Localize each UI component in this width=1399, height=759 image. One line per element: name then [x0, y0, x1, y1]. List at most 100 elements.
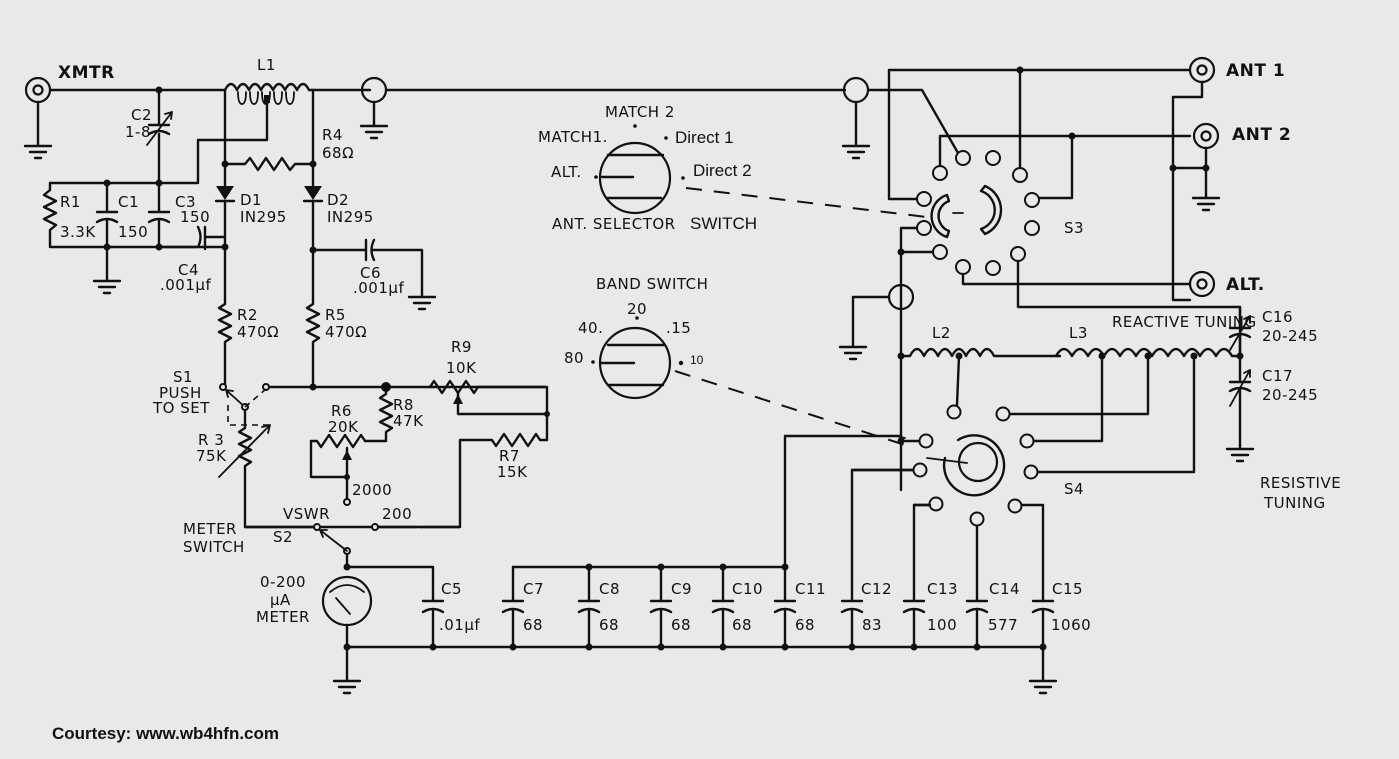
capacitor-c9 [649, 565, 673, 649]
c8-ref: C8 [599, 580, 620, 598]
r8-ref: R8 [393, 396, 414, 414]
c15-value: 1060 [1051, 616, 1091, 634]
capacitor-c10 [711, 565, 735, 649]
r4-value: 68Ω [322, 144, 354, 162]
capacitor-c1 [92, 181, 122, 295]
r2-value: 470Ω [237, 323, 279, 341]
band-pos-10: 10 [690, 353, 704, 367]
s2-vswr-label: VSWR [283, 505, 330, 523]
s3-wire-tuning [1016, 259, 1242, 360]
c7-ref: C7 [523, 580, 544, 598]
s2-label-2: SWITCH [183, 538, 245, 556]
capacitor-c14 [965, 525, 989, 649]
capacitor-c15 [1020, 503, 1058, 695]
rotary-switch-s4[interactable] [895, 404, 1039, 527]
switch-s2[interactable] [313, 523, 379, 555]
ant1-connector [1171, 56, 1216, 302]
c10-ref: C10 [732, 580, 763, 598]
ant-selector-title: ANT. SELECTOR [552, 215, 676, 233]
switch-s1[interactable] [219, 383, 270, 426]
r3-ref: R 3 [198, 431, 224, 449]
capacitor-c6 [311, 238, 437, 311]
capacitor-c8 [577, 565, 601, 649]
resistor-r1 [42, 181, 227, 249]
ant-pos-match2: MATCH 2 [605, 103, 675, 121]
c12-ref: C12 [861, 580, 892, 598]
c14-ref: C14 [989, 580, 1020, 598]
band-switch-title: BAND SWITCH [596, 275, 708, 293]
r3-value: 75K [196, 447, 227, 465]
d2-value: IN295 [327, 208, 374, 226]
ant-pos-alt: ALT. [551, 163, 582, 181]
r6-ref: R6 [331, 402, 352, 420]
xmtr-connector [23, 76, 53, 160]
resistive-tuning-label-2: TUNING [1263, 494, 1326, 512]
resistor-r2 [217, 298, 233, 389]
s2-pos-200: 200 [382, 505, 412, 523]
r5-value: 470Ω [325, 323, 367, 341]
capacitor-c5 [421, 576, 445, 649]
c10-value: 68 [732, 616, 752, 634]
r7-ref: R7 [499, 447, 520, 465]
meter-label-3: METER [256, 608, 310, 626]
band-pos-40: 40. [578, 319, 603, 337]
r9-value: 10K [446, 359, 477, 377]
s4-wire-tap3 [1036, 354, 1196, 474]
c11-ref: C11 [795, 580, 826, 598]
band-switch-knob[interactable] [598, 316, 672, 400]
l1-tap-wire [48, 102, 269, 185]
c17-value: 20-245 [1262, 386, 1318, 404]
c9-value: 68 [671, 616, 691, 634]
c6-ref: C6 [360, 264, 381, 282]
c8-value: 68 [599, 616, 619, 634]
s2-pos-2000: 2000 [352, 481, 392, 499]
c16-ref: C16 [1262, 308, 1293, 326]
c4-ref: C4 [178, 261, 199, 279]
ant-pos-direct2: Direct 2 [693, 161, 752, 180]
ant-selector-knob[interactable] [598, 124, 672, 215]
r4-ref: R4 [322, 126, 343, 144]
resistor-r7 [418, 432, 549, 529]
ant-selector-title-suffix: SWITCH [690, 214, 757, 233]
feedthrough-1 [359, 76, 389, 140]
ant2-label: ANT 2 [1232, 125, 1291, 145]
rotary-switch-s3[interactable] [916, 150, 1040, 276]
s3-wire-tuner [899, 226, 935, 492]
ant-pos-match1: MATCH1. [538, 128, 608, 146]
ant1-label: ANT 1 [1226, 61, 1285, 81]
c16-value: 20-245 [1262, 327, 1318, 345]
r2-ref: R2 [237, 306, 258, 324]
s2-label-1: METER [183, 520, 237, 538]
r5-ref: R5 [325, 306, 346, 324]
inductor-l1 [223, 82, 311, 105]
l2-label: L2 [932, 324, 951, 342]
capacitor-c16 [1228, 305, 1252, 358]
c7-value: 68 [523, 616, 543, 634]
c1-ref: C1 [118, 193, 139, 211]
band-pos-80: 80 [564, 349, 584, 367]
alt-connector [1188, 270, 1216, 298]
c12-value: 83 [862, 616, 882, 634]
inductor-l2 [897, 347, 1062, 407]
s4-ref: S4 [1064, 480, 1084, 498]
ant2-connector [1169, 122, 1221, 212]
s4-wire-tap1 [1032, 354, 1104, 443]
l3-label: L3 [1069, 324, 1088, 342]
meter-label-1: 0-200 [260, 573, 306, 591]
resistive-tuning-label-1: RESISTIVE [1260, 474, 1341, 492]
s2-ref: S2 [273, 528, 293, 546]
resistor-r4 [223, 156, 315, 172]
meter-label-2: µA [270, 591, 291, 609]
feedthrough-2 [841, 76, 871, 160]
c14-value: 577 [988, 616, 1018, 634]
microammeter [321, 552, 435, 695]
s1-label-3: TO SET [152, 399, 210, 417]
d2-ref: D2 [327, 191, 349, 209]
ant-selector-link [685, 187, 936, 219]
c15-ref: C15 [1052, 580, 1083, 598]
potentiometer-r9 [428, 379, 549, 442]
rf-line-to-s3 [866, 88, 964, 162]
c13-value: 100 [927, 616, 957, 634]
d1-ref: D1 [240, 191, 262, 209]
